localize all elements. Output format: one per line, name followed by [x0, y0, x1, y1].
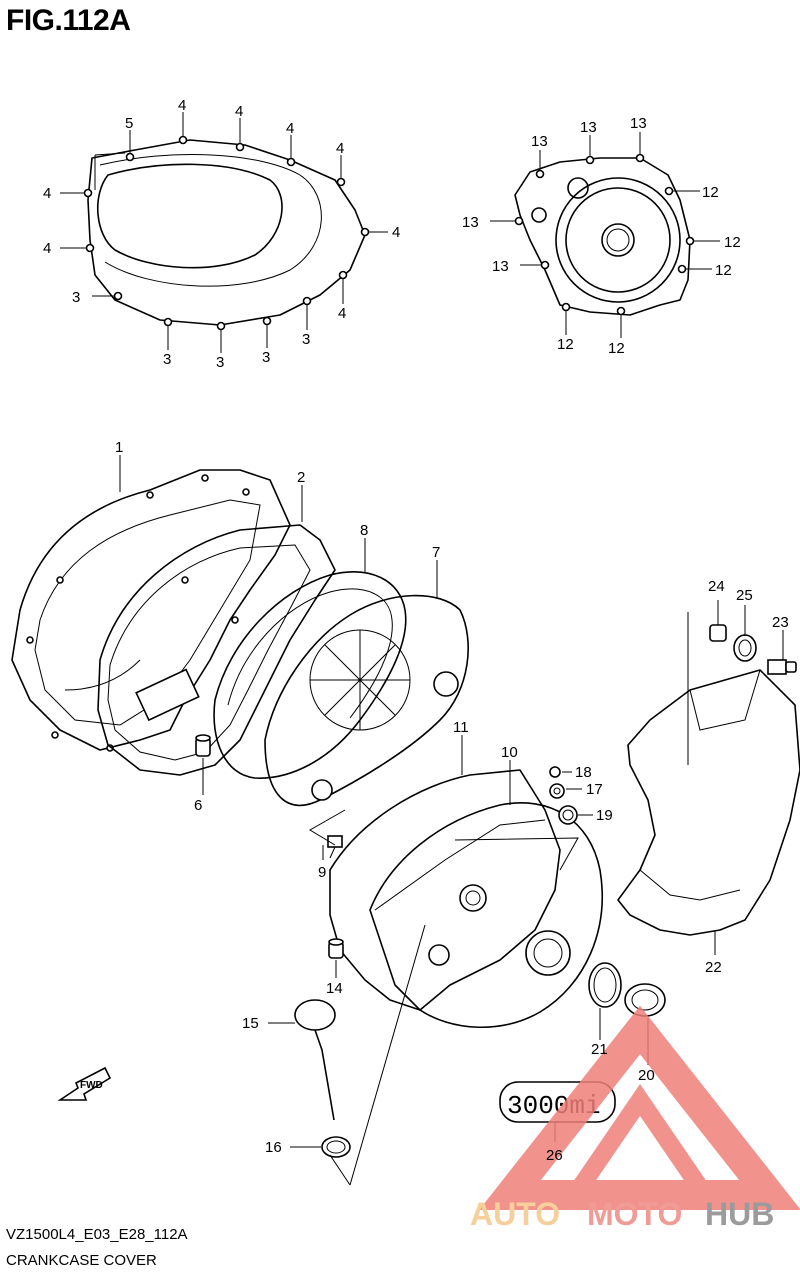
watermark-moto: MOTO	[587, 1196, 682, 1232]
callout-3: 3	[163, 351, 171, 368]
callout-5: 5	[125, 115, 133, 132]
callout-7: 7	[432, 544, 440, 561]
callout-4: 4	[336, 140, 344, 157]
callout-18: 18	[575, 764, 592, 781]
fwd-label: FWD	[80, 1080, 103, 1091]
callout-20: 20	[638, 1067, 655, 1084]
callout-21: 21	[591, 1041, 608, 1058]
figure-caption: CRANKCASE COVER	[6, 1252, 157, 1269]
callout-labels: 1 2 3 3 3 3 3 4 4 4 4 4 4 4 4 5 6 7 8 9 …	[43, 97, 789, 1164]
callout-10: 10	[501, 744, 518, 761]
callout-12: 12	[702, 184, 719, 201]
figure-code: VZ1500L4_E03_E28_112A	[6, 1226, 188, 1243]
callout-13: 13	[580, 119, 597, 136]
part-17-plug	[549, 783, 565, 799]
callout-4: 4	[338, 305, 346, 322]
cover-bolts-top-left	[83, 135, 370, 331]
part-9-bolt	[327, 835, 343, 859]
callout-19: 19	[596, 807, 613, 824]
automotohub-watermark: AUTO MOTO HUB	[470, 1005, 800, 1232]
callout-23: 23	[772, 614, 789, 631]
callout-13: 13	[492, 258, 509, 275]
callout-4: 4	[286, 120, 294, 137]
callout-12: 12	[724, 234, 741, 251]
part-19-o-ring	[558, 805, 578, 825]
part-15-oil-filler-cap	[294, 999, 336, 1121]
callout-17: 17	[586, 781, 603, 798]
part-14-dowel-pin	[328, 938, 344, 959]
callout-26: 26	[546, 1147, 563, 1164]
callout-13: 13	[462, 214, 479, 231]
callout-12: 12	[715, 262, 732, 279]
callout-3: 3	[302, 331, 310, 348]
part-11-gasket	[329, 769, 561, 1011]
callout-13: 13	[630, 115, 647, 132]
figure-title: FIG.112A	[6, 4, 131, 37]
part-25-grommet	[733, 634, 757, 662]
part-10-generator-cover	[369, 802, 603, 1028]
part-1-clutch-cover	[11, 469, 291, 752]
callout-4: 4	[178, 97, 186, 114]
callout-12: 12	[608, 340, 625, 357]
fwd-arrow-icon: FWD	[57, 1066, 112, 1101]
callout-13: 13	[531, 133, 548, 150]
part-2-gasket	[97, 524, 336, 776]
callout-24: 24	[708, 578, 725, 595]
generator-cover-outer	[514, 157, 691, 316]
clutch-cover-outer	[87, 139, 366, 326]
callout-25: 25	[736, 587, 753, 604]
callout-16: 16	[265, 1139, 282, 1156]
callout-15: 15	[242, 1015, 259, 1032]
callout-4: 4	[43, 185, 51, 202]
callout-1: 1	[115, 439, 123, 456]
part-24-collar	[709, 624, 727, 642]
callout-22: 22	[705, 959, 722, 976]
part-8-gasket	[213, 571, 407, 779]
leader-lines-top-left	[60, 112, 388, 353]
leader-lines-top-right	[490, 132, 720, 338]
callout-9: 9	[318, 864, 326, 881]
cover-bolts-top-right	[514, 153, 695, 316]
part-23-bolt	[767, 659, 797, 675]
watermark-hub: HUB	[705, 1196, 774, 1232]
part-7-inner-cover	[264, 594, 469, 807]
callout-4: 4	[235, 103, 243, 120]
callout-11: 11	[453, 719, 469, 736]
part-6-dowel-pin	[195, 734, 211, 757]
part-18-washer	[549, 766, 561, 778]
callout-4: 4	[43, 240, 51, 257]
callout-3: 3	[262, 349, 270, 366]
part-16-o-ring	[321, 1136, 351, 1158]
callout-12: 12	[557, 336, 574, 353]
part-22-side-cover	[617, 669, 800, 936]
callout-4: 4	[392, 224, 400, 241]
callout-14: 14	[326, 980, 343, 997]
watermark-auto: AUTO	[470, 1196, 560, 1232]
callout-3: 3	[216, 354, 224, 371]
callout-3: 3	[72, 289, 80, 306]
part-21-o-ring	[588, 962, 622, 1008]
part-20-plug	[624, 983, 666, 1017]
callout-6: 6	[194, 797, 202, 814]
callout-8: 8	[360, 522, 368, 539]
callout-2: 2	[297, 469, 305, 486]
